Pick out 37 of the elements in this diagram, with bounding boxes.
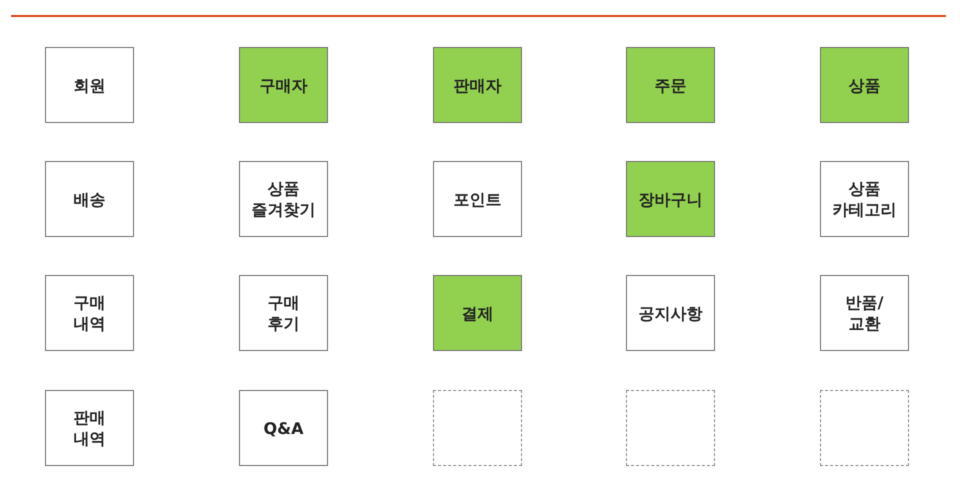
- placeholder-box: [626, 390, 715, 466]
- entity-label: 구매 후기: [266, 292, 300, 334]
- highlighted-entity-box: [433, 47, 522, 123]
- entity-box: [45, 390, 134, 466]
- entity-label: 상품: [848, 74, 880, 96]
- highlighted-entity-box: [239, 47, 328, 123]
- entity-label: 공지사항: [638, 302, 702, 324]
- entity-label: 주문: [654, 74, 686, 96]
- entity-box: [626, 275, 715, 351]
- highlighted-entity-box: [433, 275, 522, 351]
- placeholder-box: [433, 390, 522, 466]
- highlighted-entity-box: [626, 47, 715, 123]
- entity-box: [820, 275, 909, 351]
- entity-box: [45, 275, 134, 351]
- entity-label: 구매 내역: [72, 292, 106, 334]
- entity-box: [820, 161, 909, 237]
- entity-box: [45, 47, 134, 123]
- entity-box: [239, 275, 328, 351]
- entity-label: 상품 카테고리: [832, 178, 898, 220]
- entity-label: 회원: [74, 74, 106, 96]
- entity-label: 구매자: [260, 74, 308, 96]
- entity-label: Q&A: [264, 418, 304, 438]
- entity-label: 배송: [74, 188, 106, 210]
- entity-label: 상품 즐겨찾기: [250, 178, 316, 220]
- entity-label: 결제: [462, 302, 494, 324]
- entity-label: 장바구니: [638, 188, 702, 210]
- entity-box: [239, 161, 328, 237]
- entity-label: 포인트: [454, 188, 502, 210]
- entity-box: [45, 161, 134, 237]
- entity-label: 판매자: [454, 74, 502, 96]
- highlighted-entity-box: [626, 161, 715, 237]
- entity-box: [433, 161, 522, 237]
- placeholder-box: [820, 390, 909, 466]
- entity-label: 반품/ 교환: [844, 292, 884, 334]
- highlighted-entity-box: [820, 47, 909, 123]
- entity-box: [239, 390, 328, 466]
- entity-label: 판매 내역: [72, 407, 106, 449]
